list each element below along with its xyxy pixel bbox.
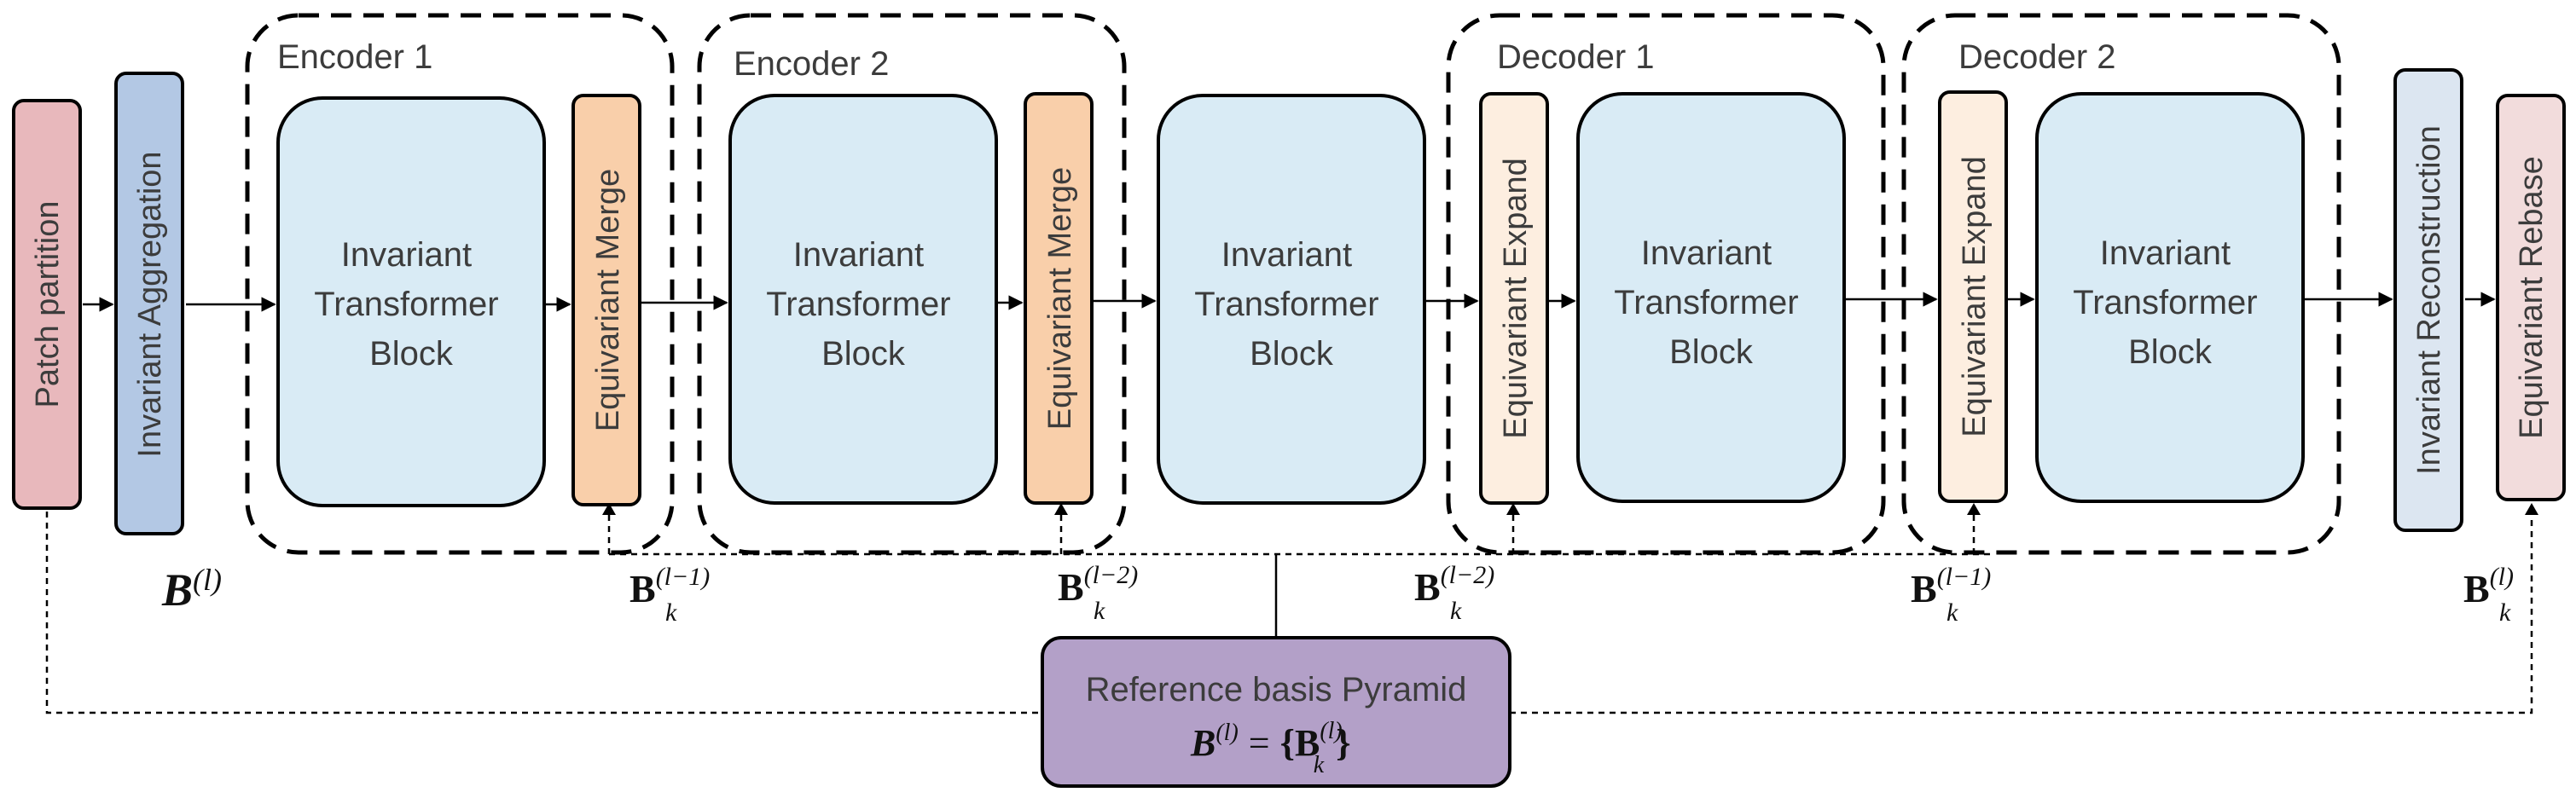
equivariant-rebase-label: Equivariant Rebase	[2514, 156, 2550, 439]
equivariant-expand-block-2: Equivariant Expand	[1938, 90, 2008, 503]
encoder1-label: Encoder 1	[277, 38, 432, 76]
invariant-reconstruction-label: Invariant Reconstruction	[2411, 125, 2447, 475]
equivariant-merge-label: Equivariant Merge	[590, 169, 626, 431]
transformer-block-encoder2: Invariant Transformer Block	[728, 94, 998, 505]
svg-text:Invariant Transformer: Invariant Transformer Block	[2073, 234, 2266, 371]
equivariant-merge-label: Equivariant Merge	[1042, 167, 1078, 430]
svg-text:Invariant Transformer: Invariant Transformer Block	[314, 236, 508, 373]
equivariant-rebase-block: Equivariant Rebase	[2496, 94, 2566, 501]
patch-partition-label: Patch partition	[30, 201, 66, 408]
invariant-aggregation-label: Invariant Aggregation	[132, 151, 168, 457]
pyramid-formula: B(l)={B(l)k}	[1190, 718, 1351, 778]
patch-partition-block: Patch partition	[12, 99, 82, 510]
basis-set-label: B(l)	[161, 563, 222, 616]
equivariant-expand-label: Equivariant Expand	[1498, 158, 1534, 439]
transformer-line-1: Invariant	[2100, 234, 2231, 272]
basis-arrowheads	[602, 503, 2538, 720]
transformer-line-3: Block	[1250, 335, 1334, 373]
svg-text:Invariant Transformer: Invariant Transformer Block	[1194, 236, 1388, 373]
equivariant-merge-block-1: Equivariant Merge	[571, 94, 641, 506]
basis-connectors	[45, 512, 2533, 714]
invariant-aggregation-block: Invariant Aggregation	[114, 72, 184, 535]
transformer-line-1: Invariant	[1641, 234, 1772, 272]
basis-label-l-minus-2-encoder: B(l−2)k	[1058, 561, 1138, 625]
equivariant-expand-label: Equivariant Expand	[1957, 156, 1993, 437]
reference-basis-pyramid: Reference basis Pyramid B(l)={B(l)k}	[1041, 636, 1511, 788]
transformer-line-2: Transformer	[1614, 284, 1798, 321]
equivariant-expand-block-1: Equivariant Expand	[1479, 92, 1549, 505]
invariant-reconstruction-block: Invariant Reconstruction	[2393, 68, 2463, 532]
encoder2-label: Encoder 2	[734, 45, 889, 83]
encoder2-group	[697, 13, 1127, 555]
basis-label-l-minus-1-decoder: B(l−1)k	[1911, 563, 1991, 627]
svg-text:Invariant Transformer: Invariant Transformer Block	[1614, 234, 1807, 371]
transformer-line-3: Block	[369, 335, 454, 373]
transformer-line-2: Transformer	[314, 286, 498, 323]
transformer-line-3: Block	[1669, 333, 1754, 371]
flow-arrows	[83, 292, 2496, 312]
decoder1-group	[1446, 13, 1886, 555]
basis-label-l-minus-1-encoder: B(l−1)k	[629, 563, 710, 627]
decoder2-label: Decoder 2	[1958, 38, 2116, 76]
encoder1-group	[245, 13, 675, 555]
transformer-line-1: Invariant	[341, 236, 472, 274]
basis-label-l-minus-2-decoder: B(l−2)k	[1414, 561, 1494, 625]
decoder1-label: Decoder 1	[1497, 38, 1655, 76]
pyramid-title: Reference basis Pyramid	[1086, 671, 1467, 708]
svg-text:Invariant Transformer: Invariant Transformer Block	[766, 236, 960, 373]
transformer-line-2: Transformer	[1194, 286, 1378, 323]
transformer-block-bottleneck: Invariant Transformer Block	[1157, 94, 1426, 505]
transformer-line-2: Transformer	[766, 286, 950, 323]
transformer-block-decoder1: Invariant Transformer Block	[1576, 92, 1846, 503]
transformer-line-3: Block	[2128, 333, 2213, 371]
decoder2-group	[1901, 13, 2341, 555]
transformer-block-encoder1: Invariant Transformer Block	[276, 96, 546, 507]
transformer-line-1: Invariant	[1221, 236, 1352, 274]
transformer-block-decoder2: Invariant Transformer Block	[2035, 92, 2305, 503]
basis-label-l-output: B(l)k	[2463, 563, 2514, 627]
transformer-line-3: Block	[821, 335, 906, 373]
transformer-line-2: Transformer	[2073, 284, 2257, 321]
equivariant-merge-block-2: Equivariant Merge	[1024, 92, 1094, 505]
transformer-line-1: Invariant	[793, 236, 924, 274]
